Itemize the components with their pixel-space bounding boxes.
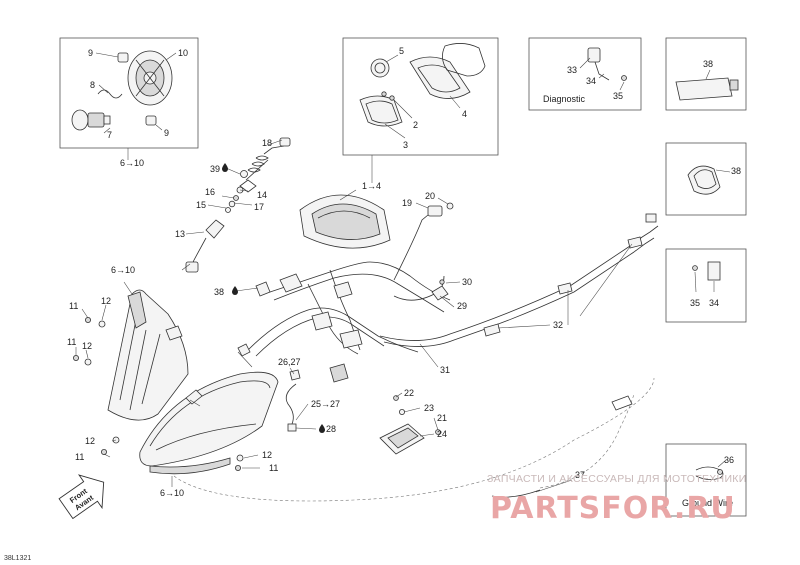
inset-diagnostic	[528, 37, 642, 111]
callout-19: 19	[402, 198, 412, 208]
callout-5: 5	[399, 46, 404, 56]
callout-labels: 9 10 8 7 9 6→10 5 2 3 4 33 34 35 Diagnos…	[67, 46, 741, 508]
watermark: ЗАПЧАСТИ И АКСЕССУАРЫ ДЛЯ МОТОТЕХНИКИ PA…	[487, 473, 747, 526]
callout-24: 24	[437, 429, 447, 439]
callout-range-1-4: 1→4	[362, 181, 381, 191]
callout-32: 32	[553, 320, 563, 330]
callout-20: 20	[425, 191, 435, 201]
callout-28: 28	[326, 424, 336, 434]
callout-13: 13	[175, 229, 185, 239]
callout-16: 16	[205, 187, 215, 197]
callout-12-c: 12	[85, 436, 95, 446]
callout-18: 18	[262, 138, 272, 148]
inset-headlight-bulb	[59, 37, 199, 160]
watermark-tagline: ЗАПЧАСТИ И АКСЕССУАРЫ ДЛЯ МОТОТЕХНИКИ	[487, 473, 747, 485]
callout-8: 8	[90, 80, 95, 90]
callout-range-bottom: 6→10	[160, 488, 184, 498]
callout-4: 4	[462, 109, 467, 119]
drop-icon	[319, 424, 325, 433]
callout-22: 22	[404, 388, 414, 398]
watermark-logo: PARTSFOR.RU	[490, 491, 736, 526]
callout-39: 39	[210, 164, 220, 174]
callout-29: 29	[457, 301, 467, 311]
callout-12-d: 12	[262, 450, 272, 460]
callout-30: 30	[462, 277, 472, 287]
callout-21: 21	[437, 413, 447, 423]
callout-36: 36	[724, 455, 734, 465]
callout-12-a: 12	[101, 296, 111, 306]
callout-range-25-27: 25→27	[311, 399, 340, 409]
callout-31: 31	[440, 365, 450, 375]
callout-3: 3	[403, 140, 408, 150]
inset-gauge	[342, 37, 499, 183]
callout-9-top: 9	[88, 48, 93, 58]
callout-34-diag: 34	[586, 76, 596, 86]
callout-38-main: 38	[214, 287, 224, 297]
callout-17: 17	[254, 202, 264, 212]
callout-11-d: 11	[269, 463, 278, 473]
callout-11-b: 11	[67, 337, 76, 347]
callout-7: 7	[107, 130, 112, 140]
inset-ground-wire	[665, 443, 747, 517]
inset-gasket	[665, 142, 747, 216]
callout-35-diag: 35	[613, 91, 623, 101]
callout-11-c: 11	[75, 452, 84, 462]
callout-38-gasket: 38	[731, 166, 741, 176]
callout-23: 23	[424, 403, 434, 413]
drop-icon	[222, 163, 228, 172]
ground-wire-label: Ground Wire	[682, 498, 733, 508]
callout-15: 15	[196, 200, 206, 210]
callout-range-mid-left: 6→10	[111, 265, 135, 275]
lube-symbols	[222, 163, 325, 433]
callout-38-grease: 38	[703, 59, 713, 69]
callout-14: 14	[257, 190, 267, 200]
main-assembly	[73, 137, 659, 502]
callout-range-top-left: 6→10	[120, 158, 144, 168]
callout-10-inset: 10	[178, 48, 188, 58]
callout-26-27: 26,27	[278, 357, 301, 367]
inset-grease	[665, 37, 747, 111]
callout-35-bracket: 35	[690, 298, 700, 308]
drawing-code: 38L1321	[4, 555, 31, 562]
diagnostic-label: Diagnostic	[543, 94, 586, 104]
drop-icon	[232, 286, 238, 295]
inset-bracket	[665, 248, 747, 323]
callout-37: 37	[575, 470, 585, 480]
callout-12-b: 12	[82, 341, 92, 351]
callout-34-bracket: 34	[709, 298, 719, 308]
callout-11-a: 11	[69, 301, 78, 311]
leader-lines	[75, 139, 633, 493]
callout-33: 33	[567, 65, 577, 75]
callout-2: 2	[413, 120, 418, 130]
callout-9-bottom: 9	[164, 128, 169, 138]
front-direction-badge: Front Avant	[58, 474, 105, 520]
